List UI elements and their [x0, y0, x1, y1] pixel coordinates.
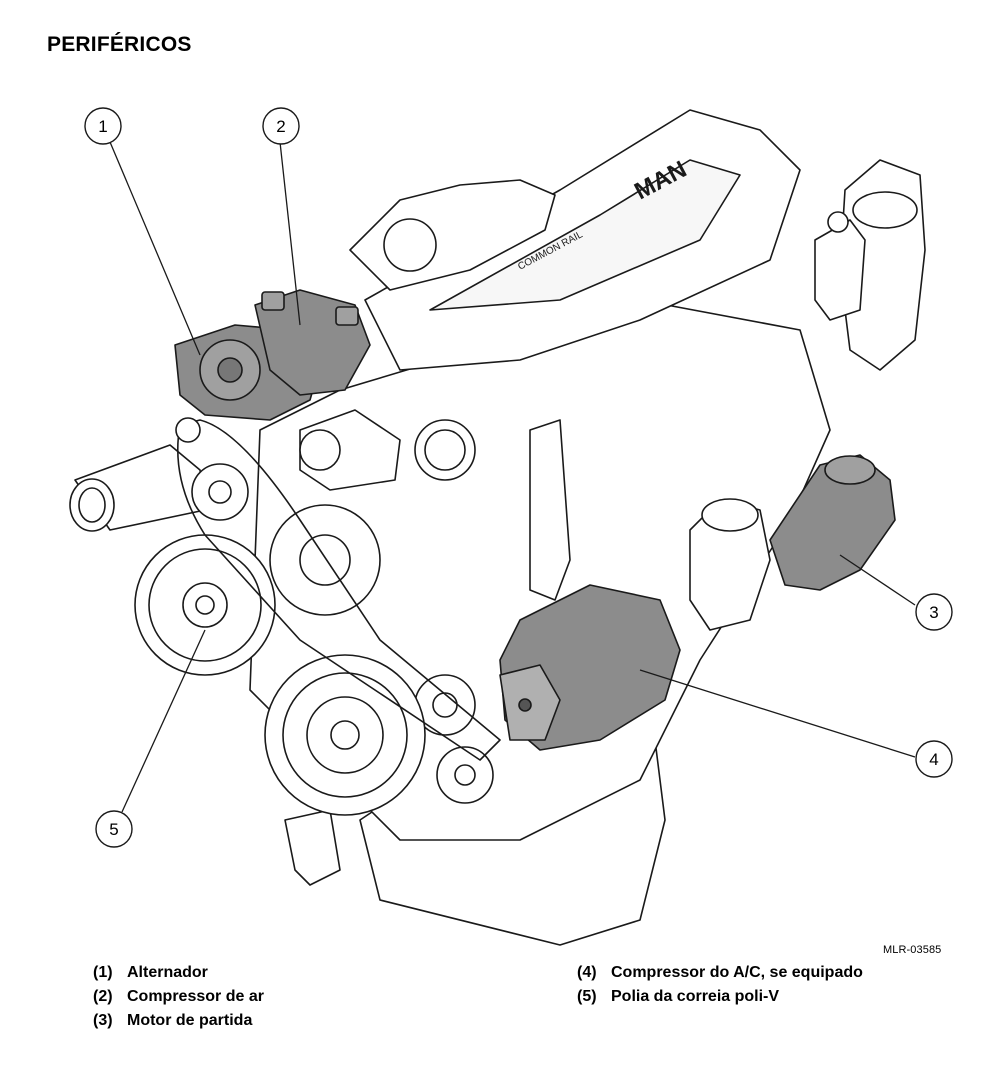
- figure-reference: MLR-03585: [883, 944, 942, 956]
- callout-4-circle: [915, 740, 953, 778]
- callout-3-circle: [915, 593, 953, 631]
- callout-5: 5: [109, 820, 118, 839]
- callout-2: 2: [276, 117, 285, 136]
- leader-line-1: [109, 141, 201, 356]
- leader-line-3: [839, 554, 916, 606]
- callout-1: 1: [98, 117, 107, 136]
- callout-4: 4: [929, 750, 938, 769]
- legend-label: Polia da correia poli-V: [611, 988, 780, 1005]
- callout-2-circle: [262, 107, 300, 145]
- legend-item-1: (1) Alternador: [93, 964, 208, 982]
- legend-item-3: (3) Motor de partida: [93, 1012, 252, 1030]
- legend-number: (4): [577, 964, 597, 981]
- legend-label: Alternador: [127, 964, 208, 981]
- legend-number: (3): [93, 1012, 113, 1029]
- legend-label: Compressor de ar: [127, 988, 264, 1005]
- legend-item-2: (2) Compressor de ar: [93, 988, 264, 1006]
- callout-3: 3: [929, 603, 938, 622]
- callout-1-circle: [84, 107, 122, 145]
- fuel-filter: [814, 219, 866, 321]
- page-title: PERIFÉRICOS: [47, 33, 192, 56]
- coolant-hose: [284, 809, 341, 886]
- leader-line-5: [121, 629, 206, 813]
- poly-v-belt: [177, 419, 501, 761]
- legend-label: Compressor do A/C, se equipado: [611, 964, 863, 981]
- legend-item-4: (4) Compressor do A/C, se equipado: [577, 964, 863, 982]
- leader-line-4: [639, 669, 916, 758]
- legend-number: (5): [577, 988, 597, 1005]
- legend-label: Motor de partida: [127, 1012, 253, 1029]
- legend-item-5: (5) Polia da correia poli-V: [577, 988, 779, 1006]
- leader-line-2: [279, 141, 301, 326]
- legend-number: (1): [93, 964, 113, 981]
- legend-number: (2): [93, 988, 113, 1005]
- callout-5-circle: [95, 810, 133, 848]
